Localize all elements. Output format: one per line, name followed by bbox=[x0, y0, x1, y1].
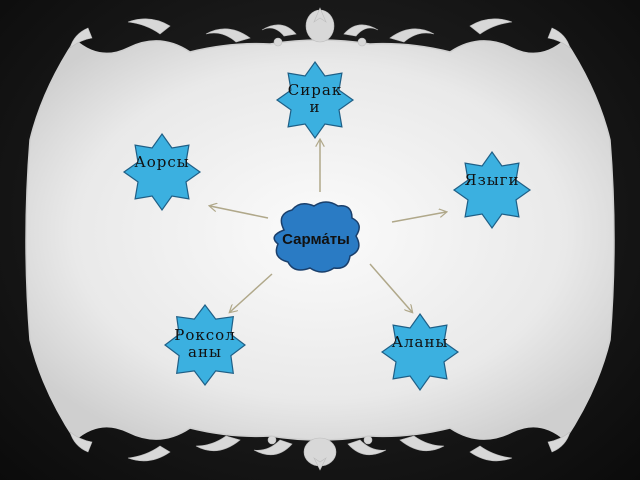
node-star-aorsy bbox=[122, 132, 202, 212]
center-node-label: Сарма́ты bbox=[282, 231, 350, 248]
edge-arrow-roksolany bbox=[230, 273, 273, 312]
edge-arrow-aorsy bbox=[210, 206, 269, 219]
center-node bbox=[273, 201, 360, 273]
edge-arrow-yazygi bbox=[391, 212, 446, 223]
node-label-yazygi: Языги bbox=[464, 171, 520, 189]
edge-arrow-alany bbox=[369, 263, 412, 312]
node-star-roksolany bbox=[164, 304, 246, 386]
nodes-layer bbox=[122, 60, 532, 392]
edges-layer bbox=[210, 140, 446, 312]
node-star-siraki bbox=[275, 60, 355, 140]
center-cloud-shape bbox=[273, 201, 360, 273]
bottom-ornament bbox=[69, 431, 571, 471]
node-label-aorsy: Аорсы bbox=[134, 153, 190, 171]
node-star-yazygi bbox=[452, 150, 532, 230]
top-ornament bbox=[69, 7, 571, 49]
node-label-roksolany: Роксоланы bbox=[174, 326, 236, 361]
node-label-alany: Аланы bbox=[391, 333, 449, 351]
node-label-siraki: Сираки bbox=[287, 81, 343, 116]
node-star-alany bbox=[380, 312, 460, 392]
